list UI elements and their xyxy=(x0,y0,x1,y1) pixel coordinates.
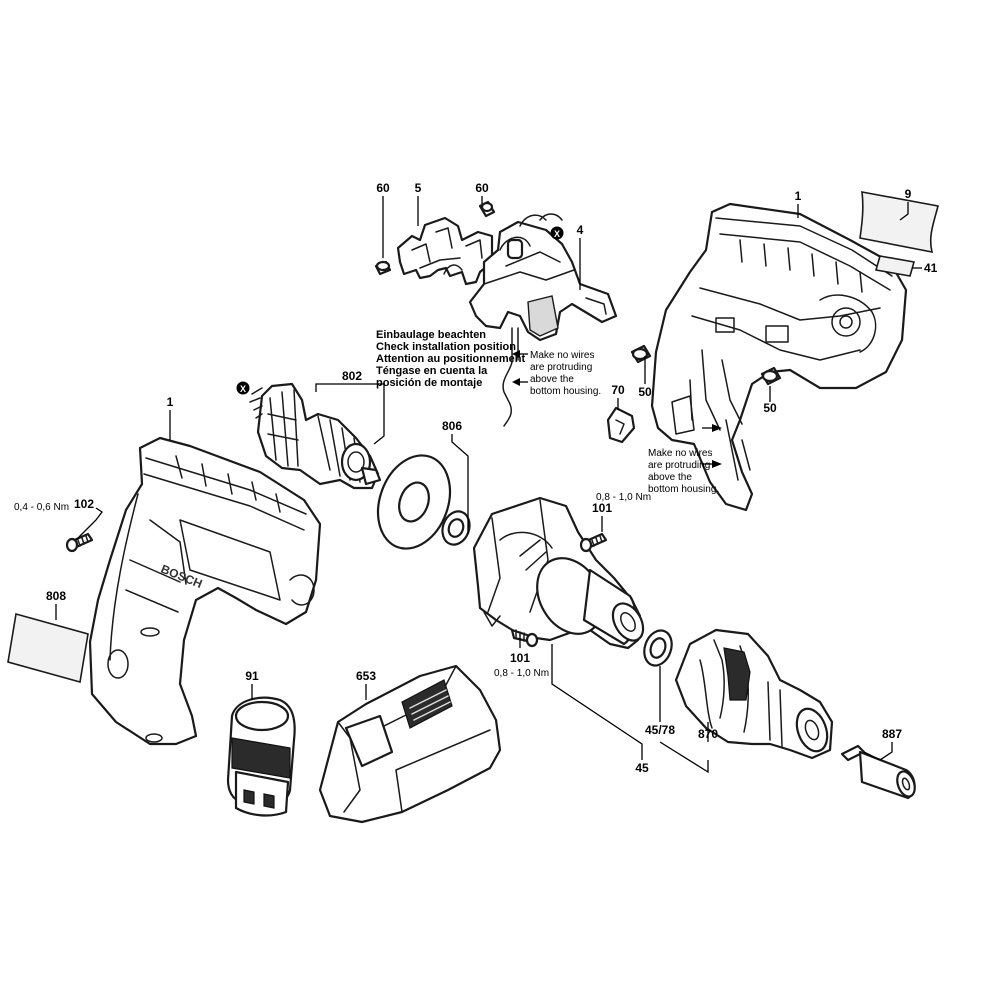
wire-note-2-line-4: bottom housing. xyxy=(648,484,719,495)
wire-note-1-line-3: above the xyxy=(530,374,574,385)
label-60-right: 60 xyxy=(475,181,489,195)
label-91: 91 xyxy=(245,669,259,683)
label-808: 808 xyxy=(46,589,66,603)
part-1-housing-right-half xyxy=(650,202,908,512)
part-870-chuck xyxy=(674,628,834,760)
part-102-screw xyxy=(65,532,94,553)
wire-note-2-line-3: above the xyxy=(648,472,692,483)
label-802: 802 xyxy=(342,369,362,383)
label-887: 887 xyxy=(882,727,902,741)
part-41-label-strip xyxy=(874,255,916,277)
wire-note-2-line-1: Make no wires xyxy=(648,448,712,459)
install-note-line-3: Attention au positionnement xyxy=(376,353,525,365)
label-102: 102 xyxy=(74,497,94,511)
label-653: 653 xyxy=(356,669,376,683)
part-60-pin-right xyxy=(478,200,496,218)
torque-102: 0,4 - 0,6 Nm xyxy=(14,502,69,513)
marker-x-2-label: X xyxy=(240,384,246,394)
label-4: 4 xyxy=(577,223,584,237)
wire-note-2-line-2: are protruding xyxy=(648,460,710,471)
part-50-pin-b xyxy=(760,366,782,386)
marker-x-2: X xyxy=(236,381,250,395)
label-70: 70 xyxy=(611,383,625,397)
part-887-bit-holder xyxy=(840,744,916,800)
part-60-pin-left xyxy=(374,260,392,276)
label-60-left: 60 xyxy=(376,181,390,195)
marker-x-1-label: X xyxy=(554,229,560,239)
label-101-upper: 101 xyxy=(592,501,612,515)
part-1-housing-left-half: BOSCH xyxy=(88,436,322,746)
install-note-line-2: Check installation position xyxy=(376,341,516,353)
wire-note-1-line-2: are protruding xyxy=(530,362,592,373)
wire-note-1-line-1: Make no wires xyxy=(530,350,594,361)
part-806-disc xyxy=(376,454,452,550)
torque-101-lower: 0,8 - 1,0 Nm xyxy=(494,668,549,679)
label-9: 9 xyxy=(905,187,912,201)
leader-lines xyxy=(55,196,922,774)
part-802-motor xyxy=(249,382,382,490)
label-5: 5 xyxy=(415,181,422,195)
wire-note-1-line-4: bottom housing. xyxy=(530,386,601,397)
part-4578-washer xyxy=(643,629,673,667)
part-9-label-sheet xyxy=(859,191,939,254)
part-70-clip xyxy=(606,406,636,444)
part-101-screw-lower xyxy=(510,628,539,648)
part-4-switch-module xyxy=(468,213,618,427)
part-5-brush-holder xyxy=(396,216,494,286)
install-note-line-4: Téngase en cuenta la xyxy=(376,365,488,377)
label-806: 806 xyxy=(442,419,462,433)
marker-x-1: X xyxy=(550,226,564,240)
part-50-pin-a xyxy=(630,344,652,364)
part-101-screw-upper xyxy=(579,532,608,553)
label-45-78: 45/78 xyxy=(645,723,675,737)
part-653-charger xyxy=(318,664,502,824)
label-101-lower: 101 xyxy=(510,651,530,665)
torque-101-upper: 0,8 - 1,0 Nm xyxy=(596,492,651,503)
label-1-top: 1 xyxy=(795,189,802,203)
label-50-b: 50 xyxy=(763,401,777,415)
wire-note-1: Make no wires are protruding above the b… xyxy=(512,350,601,397)
label-870: 870 xyxy=(698,727,718,741)
label-41: 41 xyxy=(924,261,938,275)
install-note-line-1: Einbaulage beachten xyxy=(376,329,486,341)
label-1-left: 1 xyxy=(167,395,174,409)
label-50-a: 50 xyxy=(638,385,652,399)
install-note-line-5: posición de montaje xyxy=(376,377,482,389)
install-position-note: Einbaulage beachten Check installation p… xyxy=(376,329,525,389)
part-45-gear-housing xyxy=(472,496,645,650)
label-45: 45 xyxy=(635,761,649,775)
part-808-label-sheet xyxy=(7,612,89,684)
wire-note-2: Make no wires are protruding above the b… xyxy=(648,424,722,495)
part-labels: 60 5 60 4 1 9 41 50 50 70 802 806 1 102 … xyxy=(14,181,938,775)
part-91-battery xyxy=(226,696,296,817)
